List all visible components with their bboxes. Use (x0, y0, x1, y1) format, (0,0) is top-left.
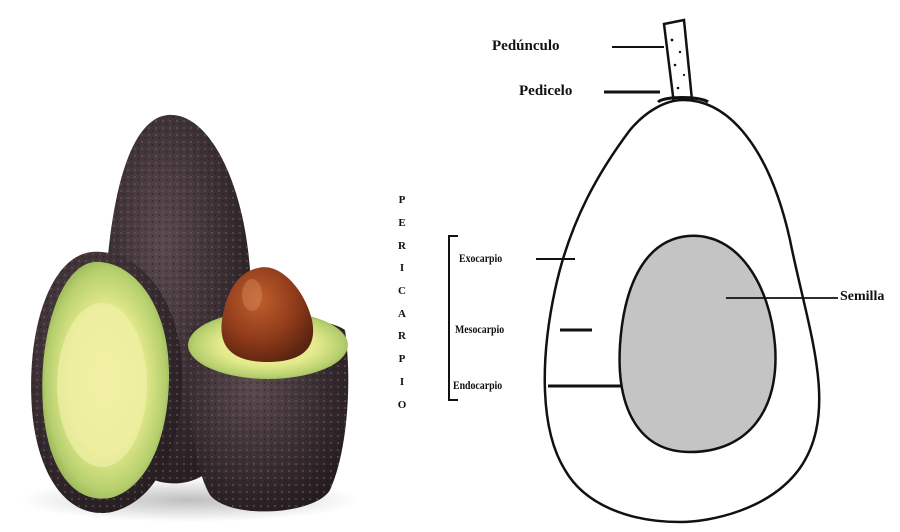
label-peduncle: Pedúnculo (492, 39, 560, 54)
label-pedicel: Pedicelo (519, 84, 572, 99)
pericarp-letter: I (396, 377, 408, 388)
pericarp-letter: E (396, 218, 408, 229)
pericarp-letter: I (396, 263, 408, 274)
pericarp-letter: P (396, 354, 408, 365)
pericarp-letter: A (396, 309, 408, 320)
pericarp-vertical-label: P E R I C A R P I O (396, 195, 410, 420)
pericarp-letter: R (396, 331, 408, 342)
pericarp-letter: R (396, 241, 408, 252)
label-endocarp: Endocarpio (453, 379, 502, 391)
label-mesocarp: Mesocarpio (455, 323, 504, 335)
pericarp-bracket (449, 236, 458, 400)
pericarp-letter: C (396, 286, 408, 297)
pericarp-letter: P (396, 195, 408, 206)
label-seed: Semilla (840, 290, 884, 304)
label-exocarp: Exocarpio (459, 252, 502, 264)
peduncle-stem (664, 20, 692, 104)
pericarp-letter: O (396, 400, 408, 411)
